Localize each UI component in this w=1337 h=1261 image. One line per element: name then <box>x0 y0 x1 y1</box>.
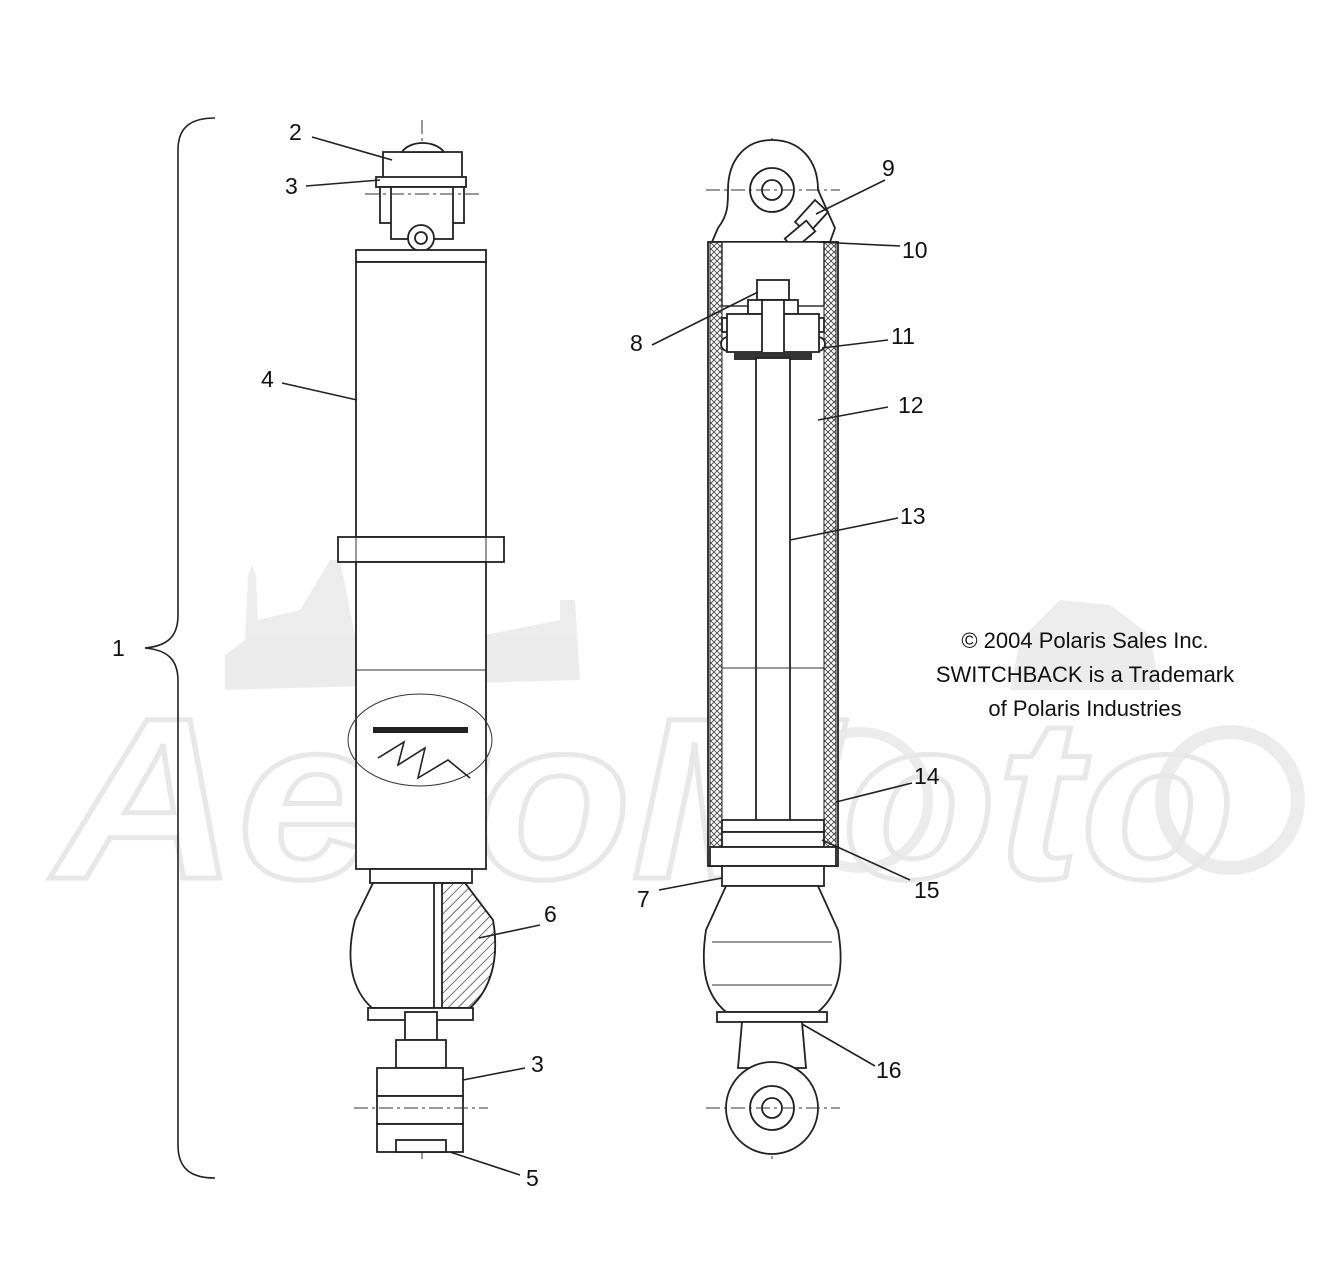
assembly-bracket <box>144 117 216 1179</box>
callout-3-bottom: 3 <box>531 1051 544 1077</box>
callout-10: 10 <box>902 237 928 263</box>
callout-16: 16 <box>876 1057 902 1083</box>
copyright-notice: © 2004 Polaris Sales Inc. SWITCHBACK is … <box>905 624 1265 726</box>
callout-6: 6 <box>544 901 557 927</box>
copyright-line: © 2004 Polaris Sales Inc. <box>961 628 1209 653</box>
callout-3-top: 3 <box>285 173 298 199</box>
trademark-line: SWITCHBACK is a Trademark <box>935 662 1235 687</box>
callout-12: 12 <box>898 392 924 418</box>
callout-4: 4 <box>261 366 274 392</box>
shock-absorber-cutaway <box>702 138 842 1160</box>
callout-2: 2 <box>289 119 302 145</box>
callout-9: 9 <box>882 155 895 181</box>
watermark-text: AeroMoto <box>50 670 1235 927</box>
watermark-logo: AeroMoto <box>47 560 1305 930</box>
callout-8: 8 <box>630 330 643 356</box>
callout-1: 1 <box>112 635 125 661</box>
callout-labels: 1 2 3 4 5 6 3 7 8 9 10 11 12 13 14 15 16 <box>112 119 940 1191</box>
callout-7: 7 <box>637 886 650 912</box>
callout-11: 11 <box>891 323 915 349</box>
callout-14: 14 <box>914 763 940 789</box>
callout-15: 15 <box>914 877 940 903</box>
callout-13: 13 <box>900 503 926 529</box>
callout-5: 5 <box>526 1165 539 1191</box>
owner-line: of Polaris Industries <box>988 696 1182 721</box>
leader-lines <box>281 136 913 1176</box>
shock-absorber-exterior <box>337 120 505 1160</box>
